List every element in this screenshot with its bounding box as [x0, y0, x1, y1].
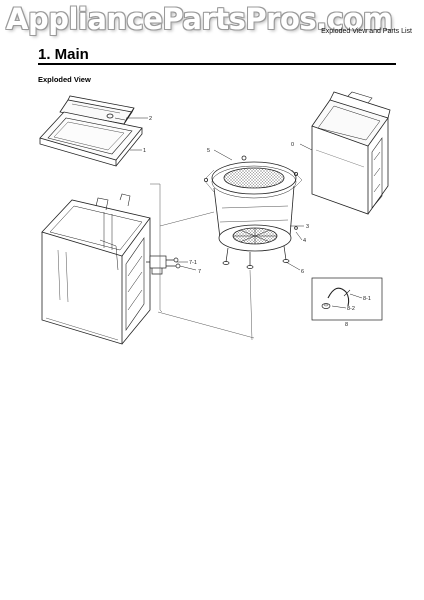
document-header-label: Exploded View and Parts List	[321, 28, 412, 35]
hose-kit-box	[311, 277, 383, 321]
callout-labels: 2 1 0 5 3 4 6 7-1 7 8-1 8-2 8	[143, 116, 371, 328]
callout-4: 4	[303, 238, 306, 244]
watermark-logo: AppliancePartsPros.com	[6, 2, 393, 36]
callout-8: 8	[345, 322, 348, 328]
title-divider	[38, 63, 396, 65]
callout-3: 3	[306, 224, 309, 230]
assembled-washer-part	[311, 91, 391, 215]
assembly-guide-lines	[150, 169, 303, 341]
callout-8-1: 8-1	[363, 296, 371, 302]
section-title: 1. Main	[38, 46, 89, 63]
balancer-ring-part	[203, 155, 298, 199]
callout-7-1: 7-1	[189, 260, 197, 266]
callout-6: 6	[301, 269, 304, 275]
valve-assembly-part	[146, 255, 181, 275]
subsection-title: Exploded View	[38, 75, 91, 84]
callout-leaders	[126, 117, 363, 309]
callout-0: 0	[291, 142, 294, 148]
cabinet-part	[41, 193, 151, 345]
callout-1: 1	[143, 148, 146, 154]
callout-2: 2	[149, 116, 152, 122]
top-cover-part	[39, 111, 143, 167]
callout-8-2: 8-2	[347, 306, 355, 312]
callout-7: 7	[198, 269, 201, 275]
callout-5: 5	[207, 148, 210, 154]
wash-tub-part	[213, 185, 298, 269]
